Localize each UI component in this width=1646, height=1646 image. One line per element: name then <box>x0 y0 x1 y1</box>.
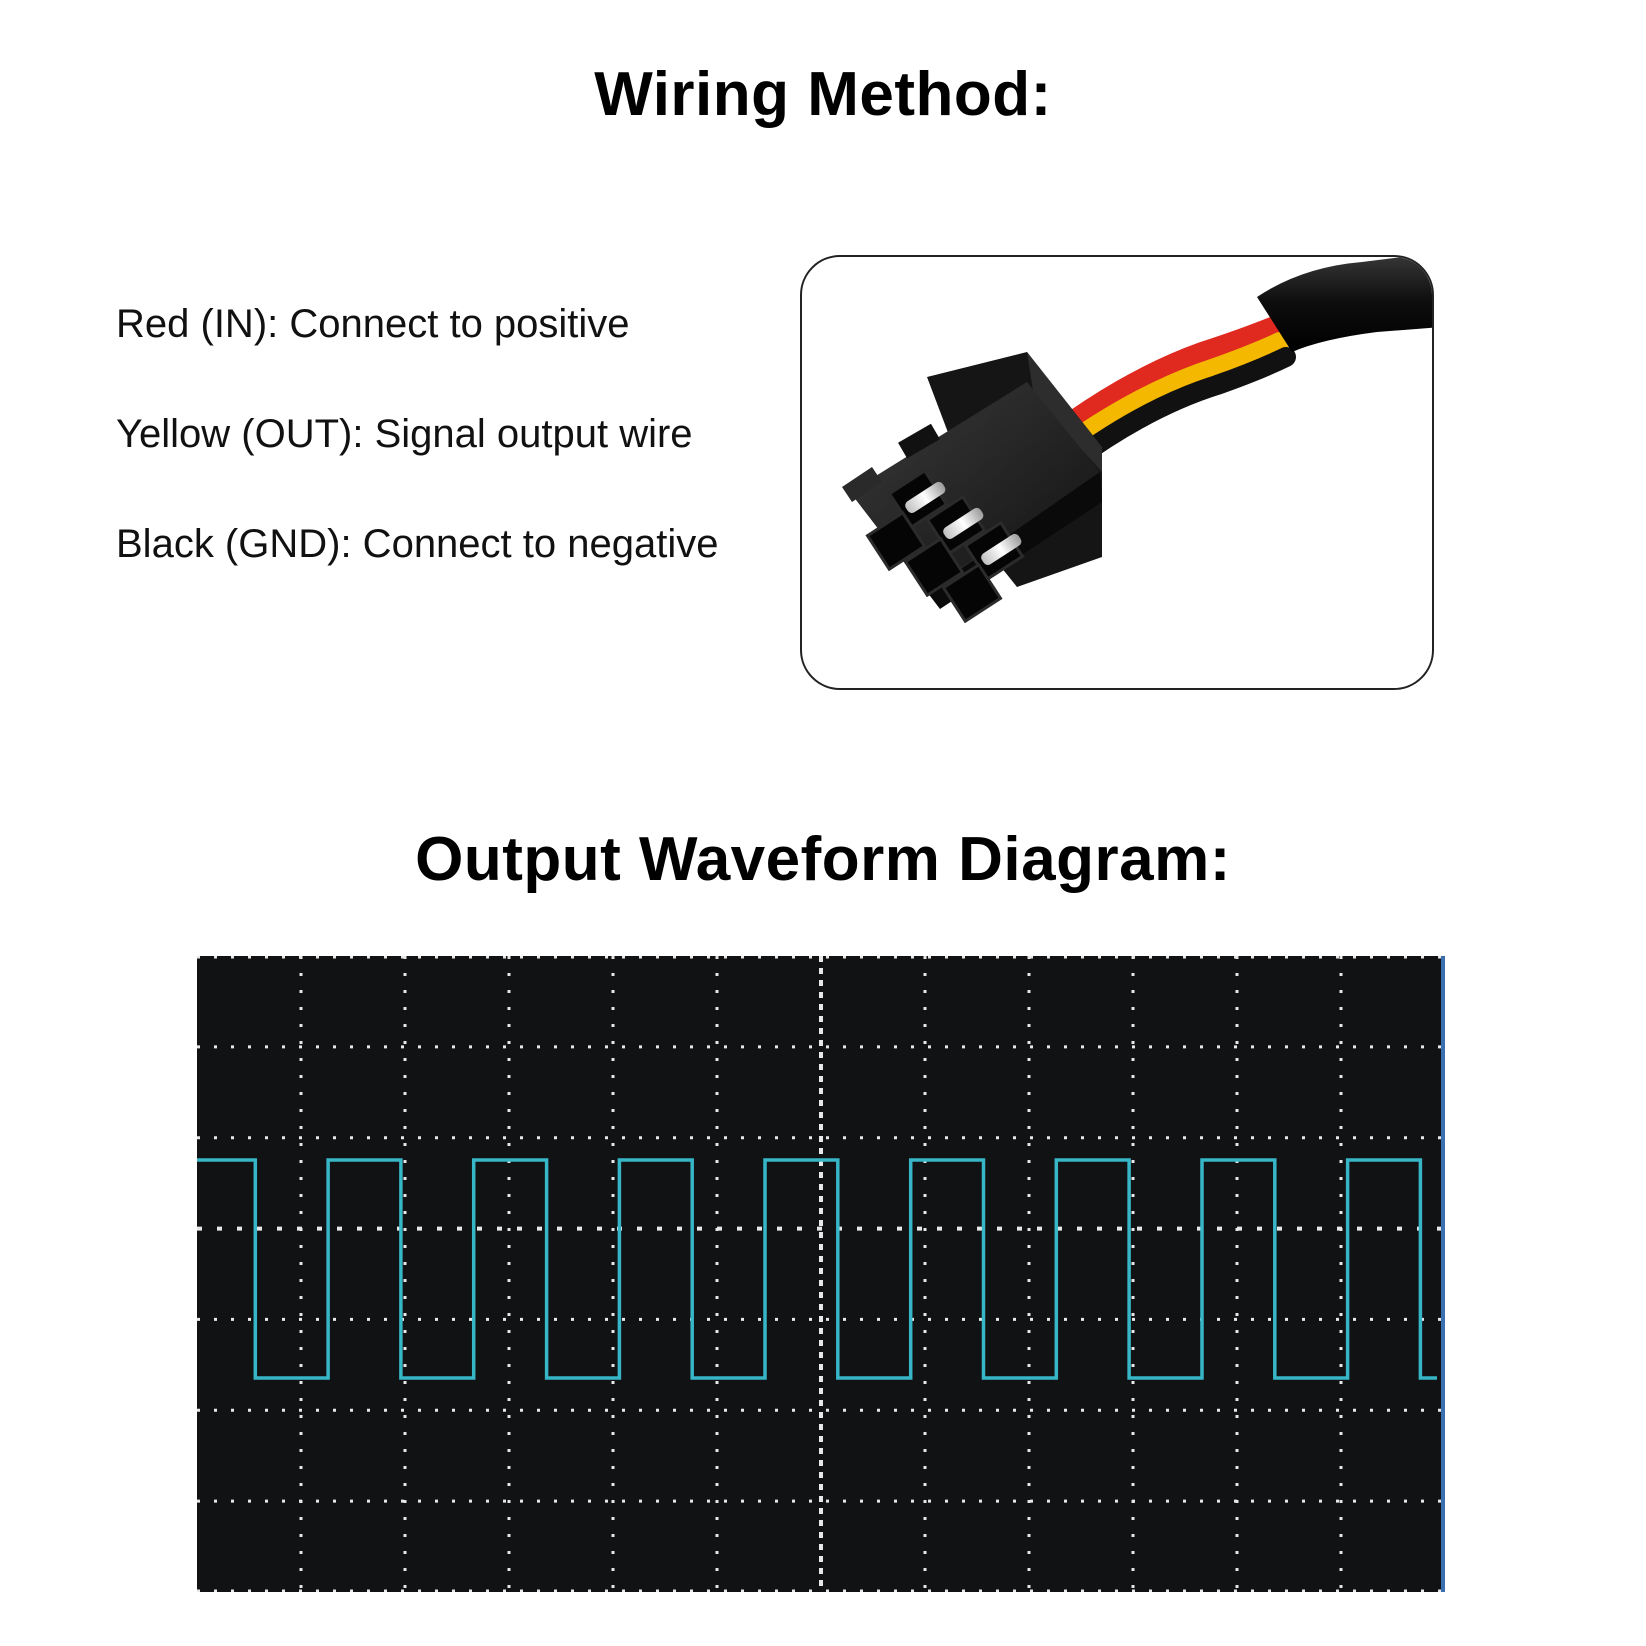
wire-red <box>1047 317 1282 442</box>
square-wave-trace <box>197 1158 1437 1380</box>
wire-yellow <box>1054 332 1290 457</box>
wire-item-yellow: Yellow (OUT): Signal output wire <box>116 412 693 456</box>
scope-right-border <box>1441 956 1445 1592</box>
wire-bundle <box>1047 317 1296 472</box>
waveform-title: Output Waveform Diagram: <box>415 825 1231 894</box>
oscilloscope-display <box>197 956 1445 1592</box>
cavity-lower <box>903 536 965 598</box>
wire-black <box>1062 347 1296 472</box>
wire-item-red: Red (IN): Connect to positive <box>116 302 630 346</box>
wire-list: Red (IN): Connect to positive Yellow (OU… <box>116 300 718 630</box>
connector-pin <box>943 507 984 539</box>
connector-pins <box>905 481 1022 565</box>
oscilloscope-screen <box>197 956 1445 1592</box>
connector-pin <box>905 481 946 513</box>
cable-jacket <box>1257 257 1432 352</box>
connector-housing <box>842 352 1102 624</box>
connector-illustration <box>842 257 1432 624</box>
scope-grid <box>197 956 1445 1592</box>
connector-photo <box>800 255 1434 690</box>
cavity-lower <box>941 562 1003 624</box>
wiring-method-title: Wiring Method: <box>594 60 1052 129</box>
wire-item-black: Black (GND): Connect to negative <box>116 522 719 566</box>
connector-pin <box>981 533 1022 565</box>
cavity-lower <box>865 510 927 572</box>
